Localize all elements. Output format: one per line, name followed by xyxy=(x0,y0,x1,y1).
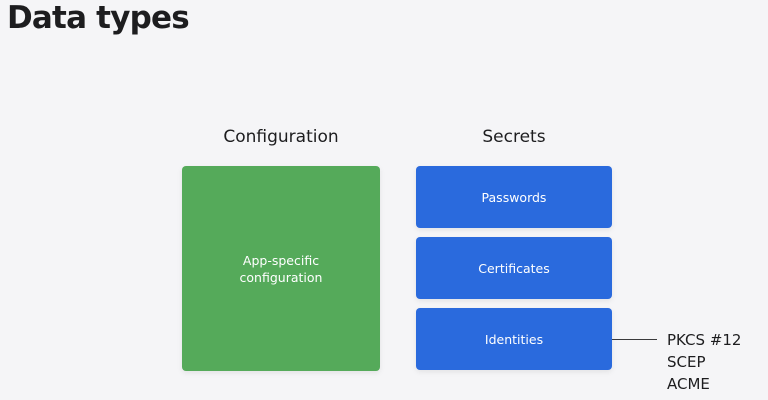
protocol-scep: SCEP xyxy=(667,353,706,371)
identities-connector-line xyxy=(612,339,657,340)
protocol-acme: ACME xyxy=(667,375,710,393)
certificates-box: Certificates xyxy=(416,237,612,299)
passwords-box: Passwords xyxy=(416,166,612,228)
configuration-heading: Configuration xyxy=(223,127,339,147)
secrets-heading: Secrets xyxy=(482,127,546,147)
configuration-box-label: App-specific configuration xyxy=(239,252,323,285)
protocol-pkcs12: PKCS #12 xyxy=(667,331,742,349)
app-specific-configuration-box: App-specific configuration xyxy=(182,166,380,371)
identities-label: Identities xyxy=(484,331,544,347)
certificates-label: Certificates xyxy=(478,260,550,276)
identities-box: Identities xyxy=(416,308,612,370)
slide-title: Data types xyxy=(7,0,190,36)
identity-protocol-list: PKCS #12 SCEP ACME xyxy=(667,329,741,395)
passwords-label: Passwords xyxy=(481,189,547,205)
